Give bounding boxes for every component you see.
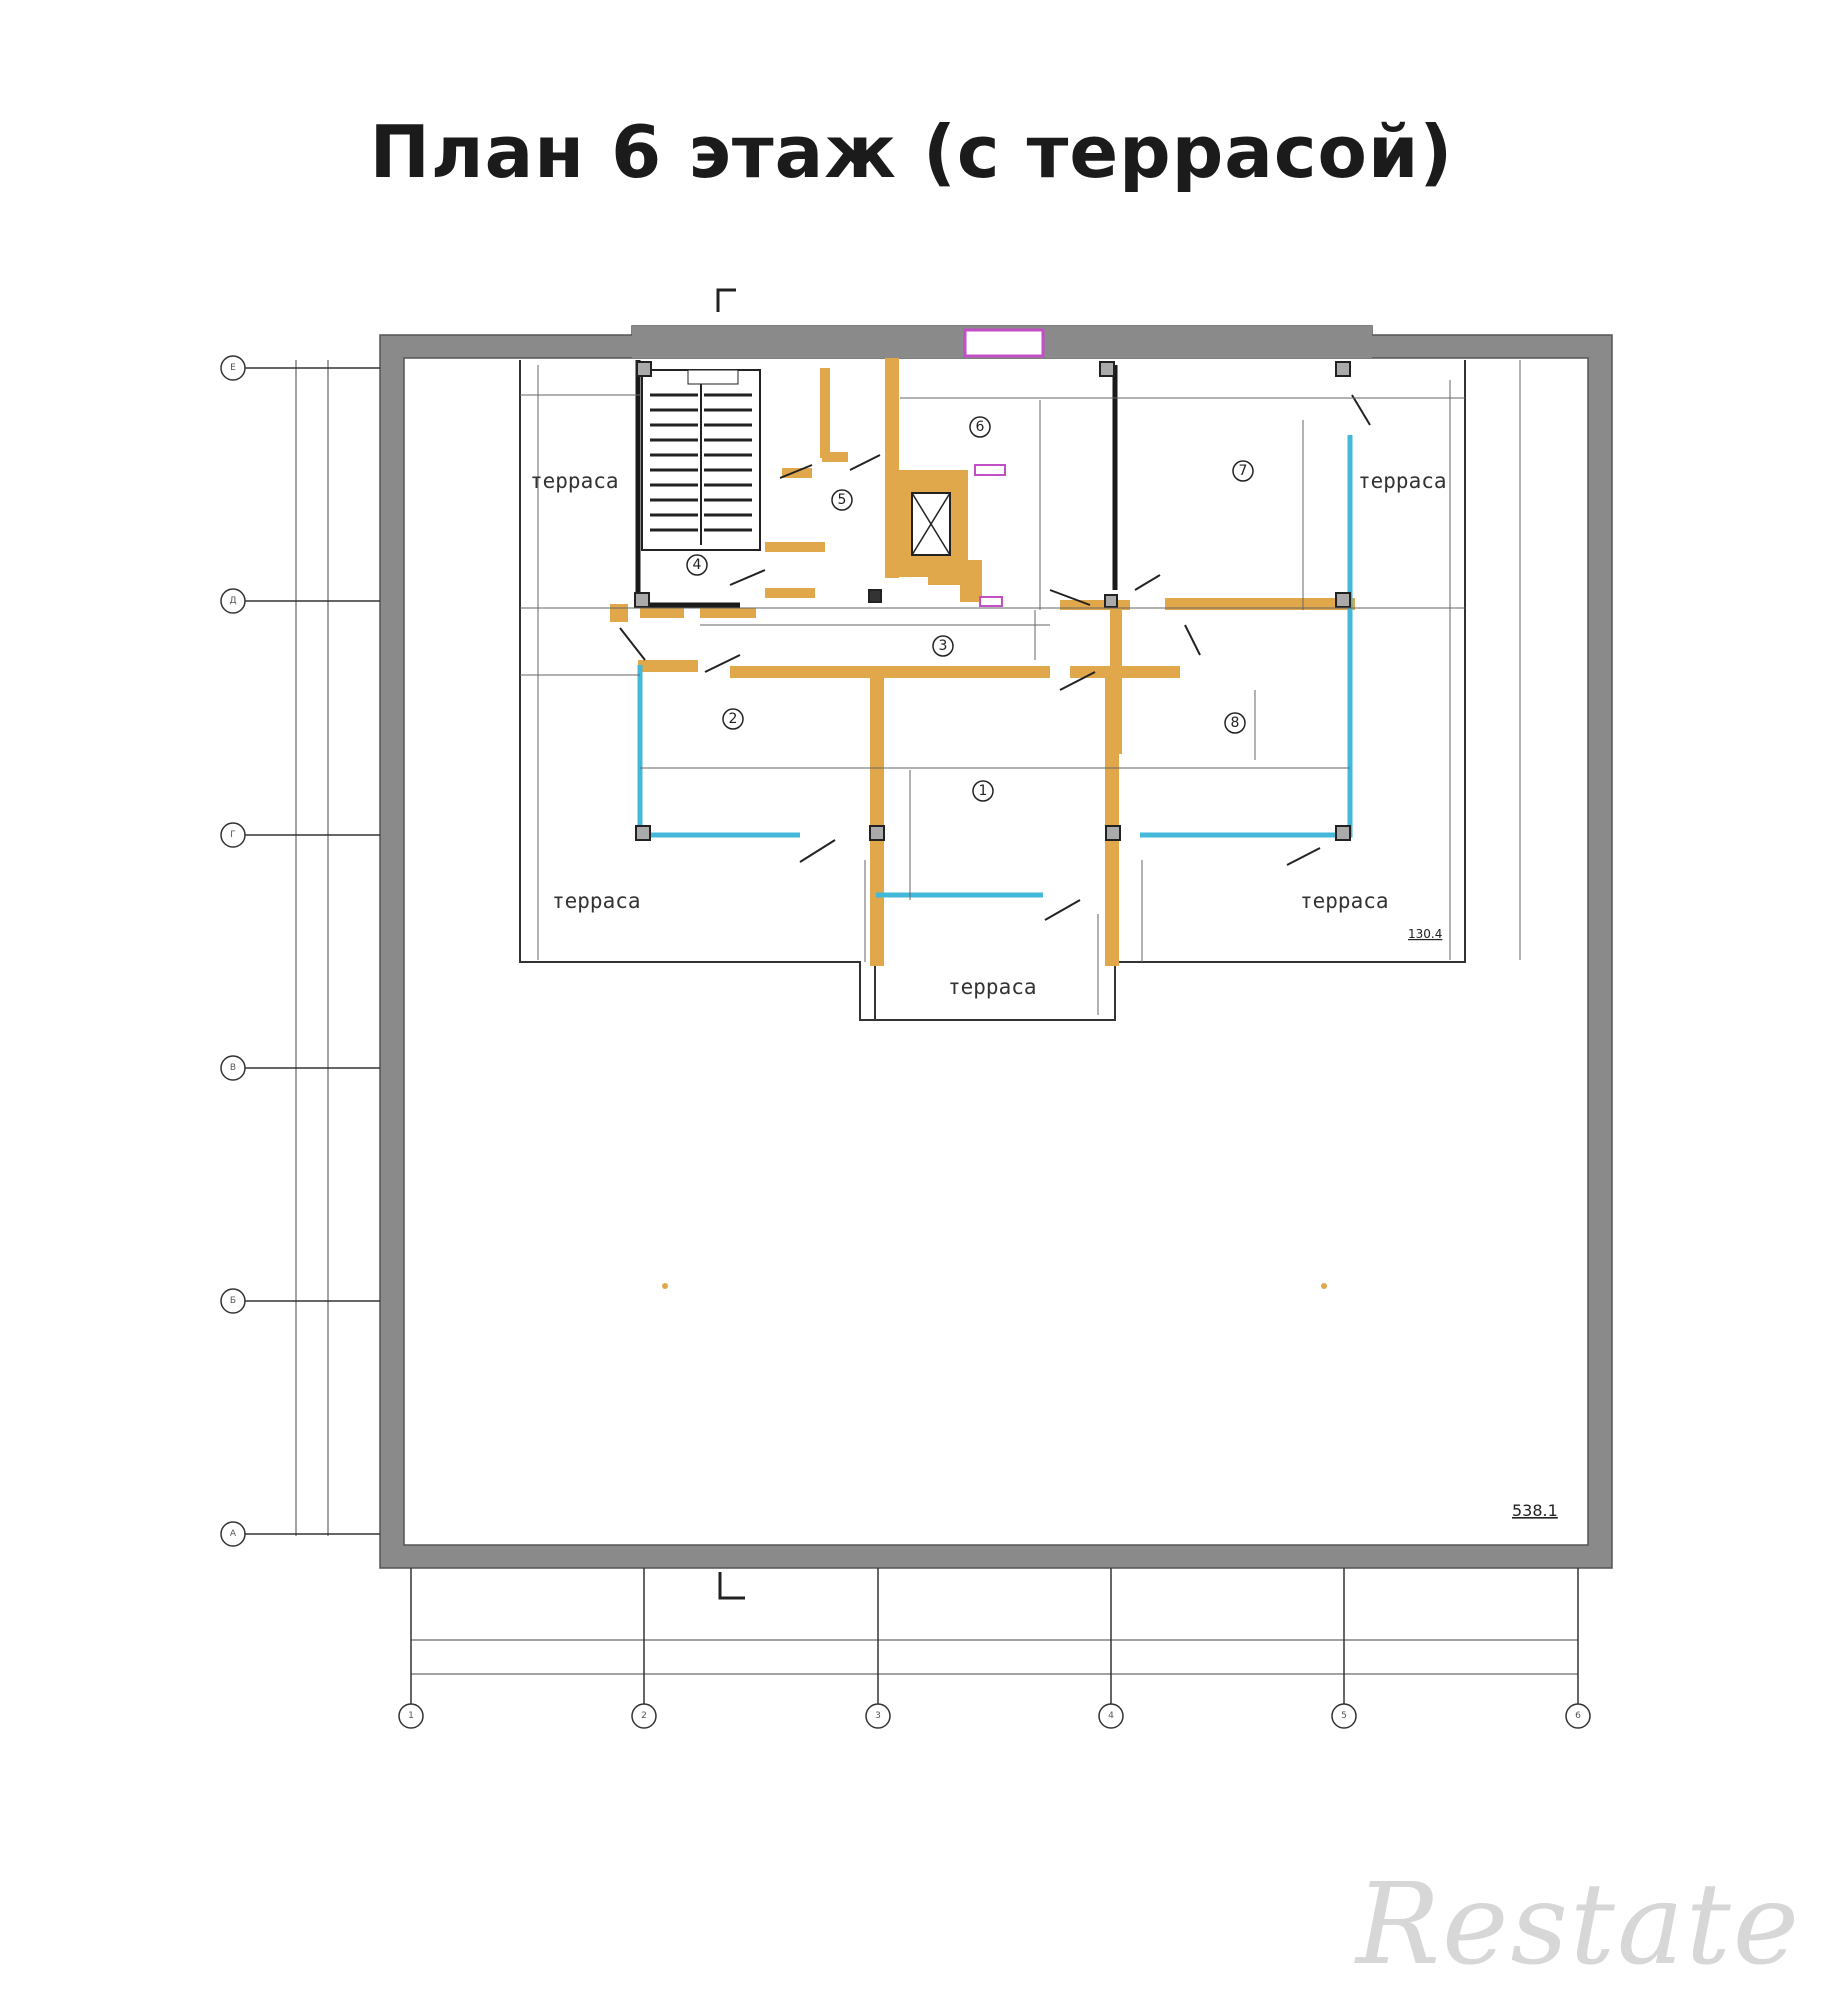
- partition-walls: [610, 358, 1355, 966]
- terrace-labels: терраса терраса терраса терраса терраса: [530, 469, 1447, 999]
- axis-row-v: В: [220, 1055, 380, 1081]
- staircase: [641, 369, 761, 551]
- room-number-8: 8: [1224, 712, 1246, 734]
- row-axes: Е Д Г В Б А: [220, 355, 380, 1547]
- axis-col-4: 4: [1098, 1568, 1124, 1729]
- room-number-3: 3: [932, 635, 954, 657]
- svg-text:4: 4: [1108, 1711, 1114, 1721]
- columns: [634, 361, 1351, 841]
- terrace-label-top-right: терраса: [1358, 469, 1447, 493]
- elevator-shaft: [893, 464, 1006, 607]
- svg-text:6: 6: [1575, 1711, 1581, 1721]
- svg-text:2: 2: [641, 1711, 647, 1721]
- bottom-dimension-lines: [411, 1639, 1578, 1675]
- room-number-5: 5: [831, 489, 853, 511]
- total-area-label: 538.1: [1512, 1501, 1558, 1520]
- svg-text:3: 3: [939, 638, 948, 654]
- svg-text:8: 8: [1231, 715, 1240, 731]
- terrace-label-top-left: терраса: [530, 469, 619, 493]
- hall-column-marks: [662, 1283, 1327, 1289]
- svg-text:5: 5: [838, 492, 847, 508]
- svg-text:А: А: [230, 1529, 237, 1539]
- terrace-label-bottom-right: терраса: [1300, 889, 1389, 913]
- axis-row-d: Д: [220, 588, 380, 614]
- room-number-2: 2: [722, 708, 744, 730]
- terrace-label-bottom-center: терраса: [948, 975, 1037, 999]
- svg-text:В: В: [230, 1063, 236, 1073]
- axis-row-g: Г: [220, 822, 380, 848]
- axis-col-2: 2: [631, 1568, 657, 1729]
- inner-dimension-lines: [520, 360, 1521, 1015]
- terrace-area-label: 130.4: [1408, 927, 1442, 941]
- svg-text:Д: Д: [229, 596, 236, 606]
- page-title: План 6 этаж (с террасой): [369, 110, 1454, 194]
- axis-row-b: Б: [220, 1288, 380, 1314]
- svg-text:5: 5: [1341, 1711, 1347, 1721]
- svg-text:Е: Е: [230, 363, 236, 373]
- room-number-6: 6: [969, 416, 991, 438]
- door-swings: [619, 394, 1371, 921]
- axis-row-e: Е: [220, 355, 380, 381]
- room-number-7: 7: [1232, 460, 1254, 482]
- room-numbers: 1 2 3 4 5 6 7 8: [686, 416, 1254, 802]
- svg-text:2: 2: [729, 711, 738, 727]
- svg-text:Г: Г: [230, 830, 236, 840]
- svg-text:6: 6: [976, 419, 985, 435]
- svg-text:1: 1: [979, 783, 988, 799]
- axis-col-6: 6: [1565, 1568, 1591, 1729]
- restate-watermark-logo: Restate: [1355, 1860, 1801, 1990]
- svg-text:1: 1: [408, 1711, 414, 1721]
- axis-col-3: 3: [865, 1568, 891, 1729]
- terrace-label-bottom-left: терраса: [552, 889, 641, 913]
- svg-text:4: 4: [693, 557, 702, 573]
- svg-text:7: 7: [1239, 463, 1248, 479]
- axis-col-5: 5: [1331, 1568, 1357, 1729]
- left-dimension-lines: [295, 360, 329, 1536]
- svg-text:Б: Б: [230, 1296, 236, 1306]
- svg-text:3: 3: [875, 1711, 881, 1721]
- column-axes: 1 2 3 4 5 6: [398, 1568, 1591, 1729]
- room-number-1: 1: [972, 780, 994, 802]
- section-markers: [716, 288, 745, 1600]
- axis-col-1: 1: [398, 1568, 424, 1729]
- apartment-outline: [519, 360, 1466, 1021]
- axis-row-a: А: [220, 1521, 380, 1547]
- inner-walls: [635, 360, 1118, 608]
- room-number-4: 4: [686, 554, 708, 576]
- outer-walls: [379, 325, 1613, 1569]
